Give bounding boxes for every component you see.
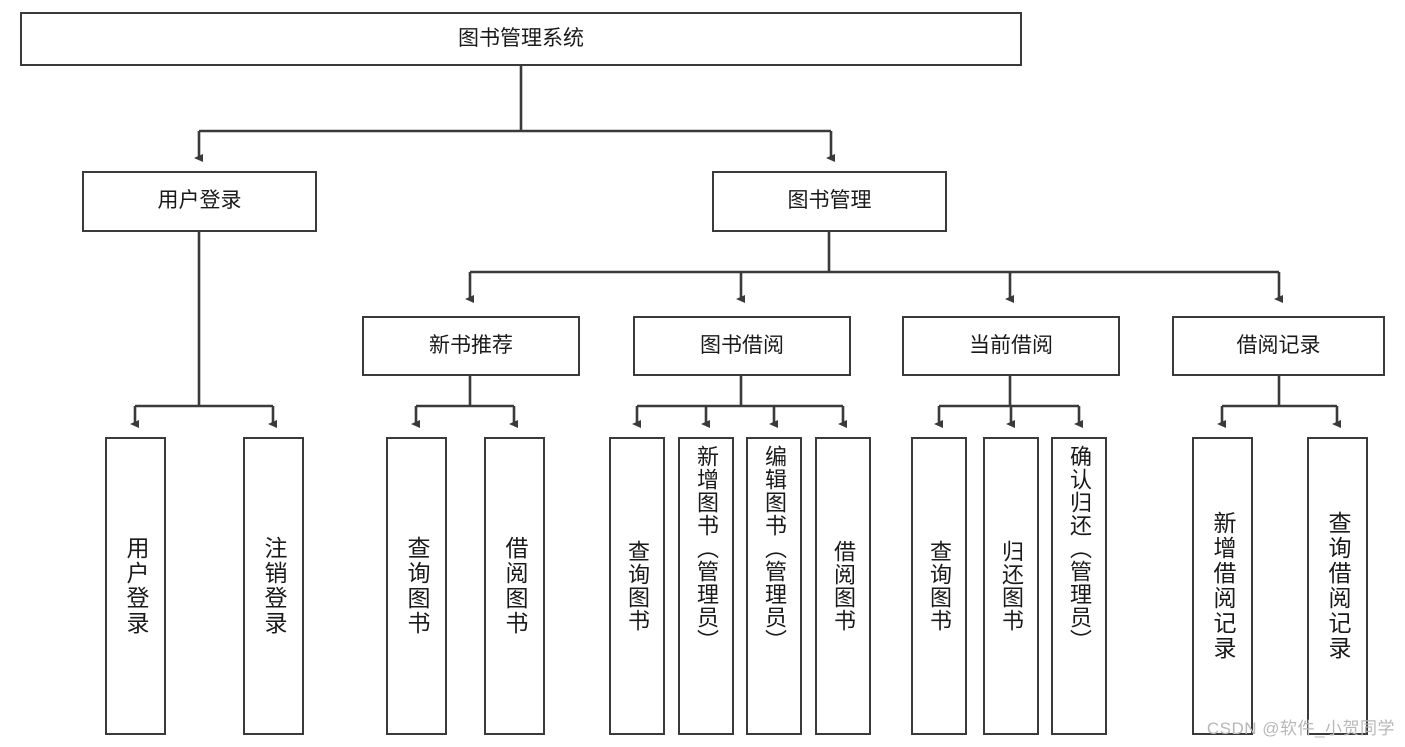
leaf-bb-edit-book[interactable]: 编辑图书（管理员） bbox=[746, 437, 802, 735]
leaf-cb-confirm-return-label: 确认归还（管理员） bbox=[1067, 445, 1092, 652]
leaf-bb-borrow-book[interactable]: 借阅图书 bbox=[815, 437, 871, 735]
leaf-cb-return-book-label: 归还图书 bbox=[999, 540, 1024, 632]
leaf-cb-return-book[interactable]: 归还图书 bbox=[983, 437, 1039, 735]
leaf-user-login[interactable]: 用户登录 bbox=[105, 437, 166, 735]
leaf-cb-confirm-return[interactable]: 确认归还（管理员） bbox=[1051, 437, 1107, 735]
node-book-manage[interactable]: 图书管理 bbox=[712, 171, 947, 232]
leaf-cb-query-book-label: 查询图书 bbox=[927, 540, 952, 632]
leaf-br-query-record-label: 查询借阅记录 bbox=[1325, 511, 1351, 661]
leaf-bb-query-book[interactable]: 查询图书 bbox=[609, 437, 665, 735]
leaf-cb-query-book[interactable]: 查询图书 bbox=[911, 437, 967, 735]
node-borrow-record[interactable]: 借阅记录 bbox=[1172, 316, 1385, 376]
node-user-login-label: 用户登录 bbox=[157, 189, 242, 213]
watermark: CSDN @软件_小贺同学 bbox=[1206, 719, 1395, 738]
leaf-nbr-borrow-book[interactable]: 借阅图书 bbox=[484, 437, 545, 735]
leaf-bb-edit-book-label: 编辑图书（管理员） bbox=[762, 445, 787, 652]
node-root[interactable]: 图书管理系统 bbox=[20, 12, 1022, 66]
node-new-book-rec[interactable]: 新书推荐 bbox=[362, 316, 580, 376]
node-user-login[interactable]: 用户登录 bbox=[82, 171, 317, 232]
leaf-nbr-borrow-book-label: 借阅图书 bbox=[502, 536, 528, 636]
leaf-bb-add-book[interactable]: 新增图书（管理员） bbox=[678, 437, 734, 735]
node-current-borrow-label: 当前借阅 bbox=[969, 333, 1053, 357]
leaf-br-add-record[interactable]: 新增借阅记录 bbox=[1192, 437, 1253, 735]
node-borrow-record-label: 借阅记录 bbox=[1236, 333, 1321, 357]
leaf-bb-query-book-label: 查询图书 bbox=[625, 540, 650, 632]
node-book-borrow-label: 图书借阅 bbox=[700, 333, 784, 357]
leaf-nbr-query-book[interactable]: 查询图书 bbox=[386, 437, 447, 735]
node-current-borrow[interactable]: 当前借阅 bbox=[902, 316, 1120, 376]
node-book-borrow[interactable]: 图书借阅 bbox=[633, 316, 851, 376]
leaf-user-login-label: 用户登录 bbox=[123, 536, 149, 636]
node-book-manage-label: 图书管理 bbox=[787, 189, 872, 213]
leaf-nbr-query-book-label: 查询图书 bbox=[404, 536, 430, 636]
node-new-book-rec-label: 新书推荐 bbox=[429, 333, 513, 357]
leaf-user-logout-label: 注销登录 bbox=[261, 536, 287, 636]
leaf-br-query-record[interactable]: 查询借阅记录 bbox=[1307, 437, 1368, 735]
leaf-bb-borrow-book-label: 借阅图书 bbox=[831, 540, 856, 632]
node-root-label: 图书管理系统 bbox=[458, 26, 584, 50]
leaf-bb-add-book-label: 新增图书（管理员） bbox=[694, 445, 719, 652]
leaf-user-logout[interactable]: 注销登录 bbox=[243, 437, 304, 735]
leaf-br-add-record-label: 新增借阅记录 bbox=[1210, 511, 1236, 661]
